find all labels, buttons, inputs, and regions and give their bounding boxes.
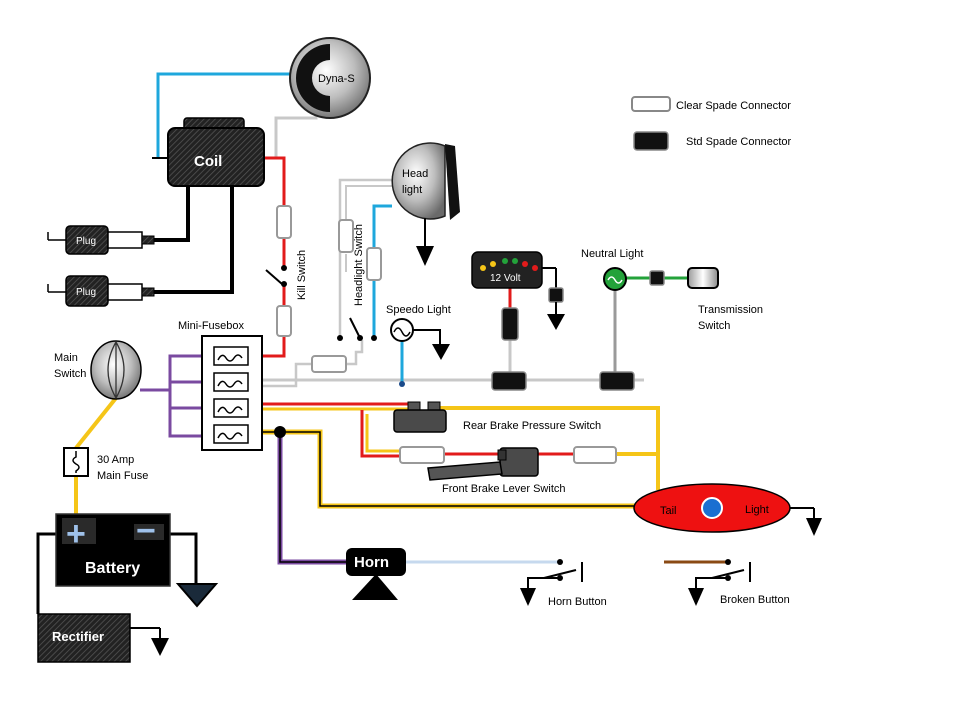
tail-label: Tail <box>660 505 677 517</box>
main-switch: Main Switch <box>54 340 142 400</box>
clear-spade-fb-2 <box>573 446 617 464</box>
front-brake-label: Front Brake Lever Switch <box>442 483 566 495</box>
transmission-label-2: Switch <box>698 320 730 332</box>
broken-button: Broken Button <box>688 559 790 606</box>
std-spade-bus-1 <box>491 371 527 391</box>
headlight-switch-label: Headlight Switch <box>353 224 365 306</box>
battery-label: Battery <box>85 560 140 577</box>
wires <box>36 72 814 629</box>
wire-grey-headlight <box>338 178 392 338</box>
bus-connectors <box>311 355 635 391</box>
battery-plus-icon: + <box>66 515 86 553</box>
indicator-12v-label: 12 Volt <box>490 273 521 284</box>
speedo-light-label: Speedo Light <box>386 304 451 316</box>
mini-fusebox-label: Mini-Fusebox <box>178 320 245 332</box>
tail-lens-icon <box>701 497 723 519</box>
front-brake-switch: Front Brake Lever Switch <box>399 446 617 495</box>
clear-spade-kill-2 <box>276 305 292 337</box>
wire-yellow-main <box>74 396 118 450</box>
headlight: Head light <box>391 142 460 266</box>
mini-fusebox: Mini-Fusebox <box>178 320 263 451</box>
legend-std-spade: Std Spade Connector <box>686 136 792 148</box>
std-spade-icon <box>633 131 669 151</box>
wire-red-kill <box>264 156 286 210</box>
horn-button-label: Horn Button <box>548 596 607 608</box>
neutral-light-label: Neutral Light <box>581 248 643 260</box>
horn-button: Horn Button <box>520 559 607 608</box>
ground-icon <box>520 588 536 606</box>
wire-purple-fusebox <box>140 354 204 438</box>
legend: Clear Spade Connector Std Spade Connecto… <box>631 96 792 151</box>
dyna-s-label: Dyna-S <box>318 73 355 85</box>
headlight-switch: Headlight Switch <box>337 219 382 341</box>
main-fuse-label-2: Main Fuse <box>97 470 148 482</box>
clear-spade-hs-2 <box>366 247 382 281</box>
clear-spade-fb-1 <box>399 446 445 464</box>
legend-clear-spade: Clear Spade Connector <box>676 100 791 112</box>
main-switch-label-2: Switch <box>54 368 86 380</box>
transmission-switch: Transmission Switch <box>687 267 763 332</box>
ground-icon <box>175 583 219 608</box>
std-spade-bus-2 <box>599 371 635 391</box>
horn-label: Horn <box>354 554 389 571</box>
wire-black-rectifier <box>36 532 58 614</box>
horn: Horn <box>346 548 406 600</box>
std-spade-12v <box>501 307 519 341</box>
neutral-light: Neutral Light <box>581 248 665 291</box>
fuse-icon <box>213 346 249 444</box>
wire-black-battery-neg <box>170 532 198 584</box>
main-switch-label-1: Main <box>54 352 78 364</box>
ground-icon <box>806 518 822 536</box>
ground-icon <box>416 246 434 266</box>
plug-2-label: Plug <box>76 287 96 298</box>
ground-icon <box>432 344 450 360</box>
kill-switch: Kill Switch <box>265 205 308 337</box>
battery: + − Battery <box>55 512 171 587</box>
clear-spade-kill-1 <box>276 205 292 239</box>
headlight-label-2: light <box>402 184 422 196</box>
std-spade-12v-ground <box>548 287 564 303</box>
wire-purple-horn <box>277 432 346 565</box>
wire-black-plug1 <box>150 186 190 242</box>
battery-plus-terminal <box>62 518 96 544</box>
clear-spade-icon <box>631 96 671 112</box>
rectifier-label: Rectifier <box>52 629 104 644</box>
clear-spade-hs-1 <box>338 219 354 253</box>
ground-icon <box>151 638 169 656</box>
spark-plug-2: Plug <box>47 275 155 307</box>
light-label: Light <box>745 504 769 516</box>
indicator-12v: 12 Volt <box>471 251 565 341</box>
dyna-s: Dyna-S <box>289 37 371 119</box>
wire-black-plug2 <box>150 186 234 294</box>
wire-grey-dyna-coil <box>264 110 318 160</box>
wire-blue-headlight <box>372 204 392 248</box>
main-fuse: 30 Amp Main Fuse <box>63 447 148 482</box>
headlight-label-1: Head <box>402 168 428 180</box>
rear-brake-label: Rear Brake Pressure Switch <box>463 420 601 432</box>
wire-blue-dyna <box>156 72 295 158</box>
std-spade-neutral <box>649 270 665 286</box>
ground-icon <box>688 588 704 606</box>
battery-minus-icon: − <box>136 512 156 550</box>
coil: Coil <box>167 117 265 187</box>
clear-spade-bus <box>311 355 347 373</box>
kill-switch-label: Kill Switch <box>296 250 308 300</box>
spark-plug-1: Plug <box>47 225 155 255</box>
broken-button-label: Broken Button <box>720 594 790 606</box>
coil-label: Coil <box>194 153 222 170</box>
ground-icon <box>547 314 565 330</box>
rear-brake-switch: Rear Brake Pressure Switch <box>393 401 601 433</box>
main-fuse-label-1: 30 Amp <box>97 454 134 466</box>
plug-1-label: Plug <box>76 236 96 247</box>
battery-minus-terminal <box>134 524 164 540</box>
tail-light: Tail Light <box>633 483 822 536</box>
transmission-label-1: Transmission <box>698 304 763 316</box>
rectifier: Rectifier <box>37 613 169 663</box>
speedo-light: Speedo Light <box>386 304 451 387</box>
